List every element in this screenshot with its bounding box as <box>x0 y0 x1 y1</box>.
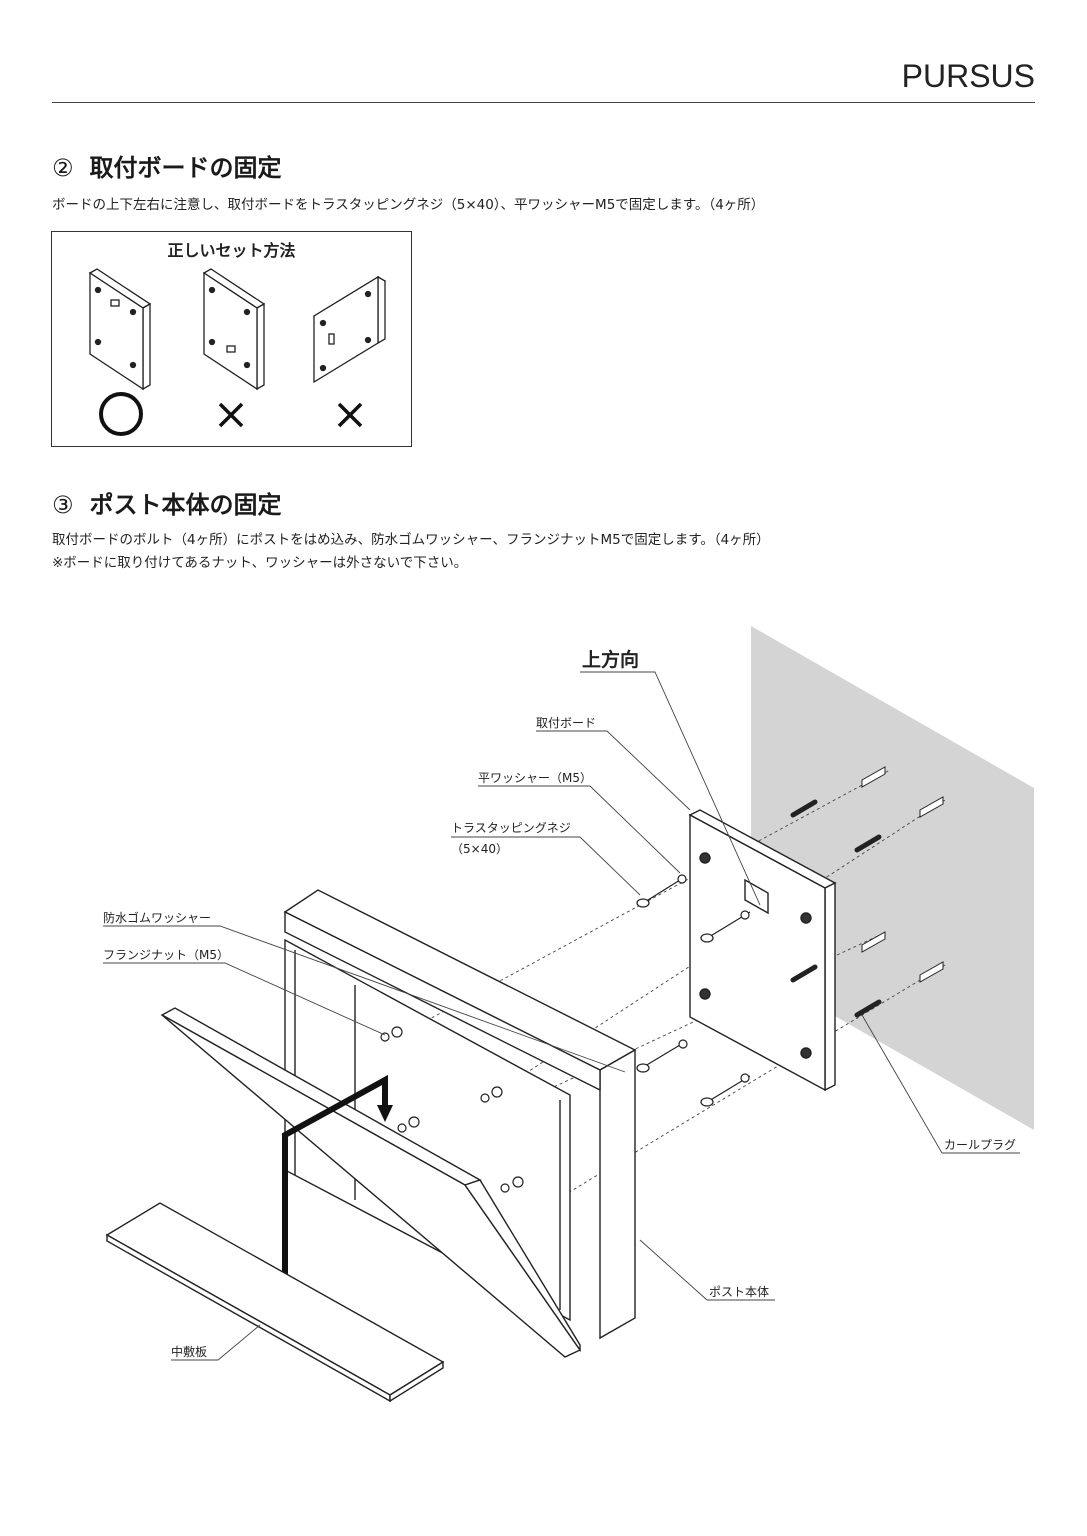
middle-board <box>105 1202 445 1403</box>
section3-description-line1: 取付ボードのボルト（4ヶ所）にポストをはめ込み、防水ゴムワッシャー、フランジナッ… <box>52 532 770 548</box>
wrong-mark-icon <box>337 402 363 428</box>
board-wrong-upside-down <box>202 268 266 391</box>
correct-mark-icon <box>99 392 143 436</box>
correct-setting-title: 正しいセット方法 <box>167 241 296 260</box>
section2-heading: ② 取付ボードの固定 <box>52 148 282 183</box>
wrong-mark-icon <box>218 402 244 428</box>
label-curl-plug: カールプラグ <box>944 1138 1016 1152</box>
label-flange-nut: フランジナット（M5） <box>103 948 229 962</box>
leader-lines <box>103 671 1020 1361</box>
label-rubber-washer: 防水ゴムワッシャー <box>103 910 211 925</box>
section2-description: ボードの上下左右に注意し、取付ボードをトラスタッピングネジ（5×40）、平ワッシ… <box>52 197 765 213</box>
board-wrong-rotated <box>312 275 387 384</box>
header-rule <box>52 102 1035 103</box>
section3-heading: ③ ポスト本体の固定 <box>52 485 282 520</box>
brand-logo: PURSUS <box>901 58 1035 94</box>
section3-description: 取付ボードのボルト（4ヶ所）にポストをはめ込み、防水ゴムワッシャー、フランジナッ… <box>52 529 770 575</box>
curl-plug-heads <box>861 766 944 983</box>
label-mounting-board: 取付ボード <box>536 716 596 730</box>
correct-setting-box: 正しいセット方法 <box>51 231 412 447</box>
section2-title: 取付ボードの固定 <box>89 154 282 182</box>
label-middle-board: 中敷板 <box>171 1344 207 1359</box>
board-orientation-illustration <box>88 268 387 436</box>
section2-number: ② <box>52 154 74 182</box>
label-post-body: ポスト本体 <box>709 1285 769 1299</box>
truss-screws <box>636 874 751 1107</box>
section3-title: ポスト本体の固定 <box>89 491 282 519</box>
curl-plugs <box>790 799 882 1018</box>
board-correct <box>88 268 152 391</box>
arrow-head-icon <box>377 1105 393 1122</box>
label-truss-screw: トラスタッピングネジ <box>451 821 571 835</box>
label-truss-screw-size: （5×40） <box>451 842 508 856</box>
label-flat-washer: 平ワッシャー（M5） <box>478 771 592 785</box>
section3-number: ③ <box>52 491 74 519</box>
label-up-direction: 上方向 <box>582 648 639 671</box>
section3-description-line2: ※ボードに取り付けてあるナット、ワッシャーは外さないで下さい。 <box>52 555 468 571</box>
insert-arrow-icon <box>282 1074 388 1285</box>
post-door <box>160 1007 582 1358</box>
flange-nuts <box>380 1026 524 1193</box>
